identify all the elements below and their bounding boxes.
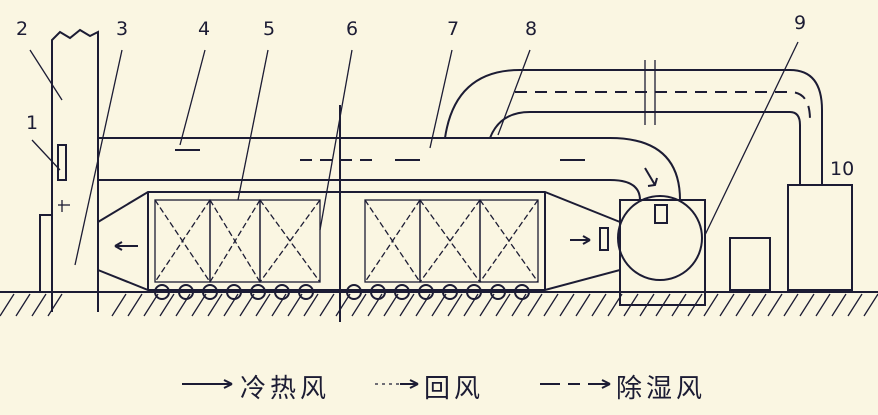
hatch-line — [863, 293, 878, 317]
tray-rack — [419, 199, 481, 283]
hatch-line — [159, 293, 175, 317]
hatch-line — [831, 293, 847, 317]
tray-rack — [259, 199, 321, 283]
label-3: 3 — [116, 18, 129, 40]
hatch-line — [223, 293, 239, 317]
hatch-line — [0, 293, 15, 317]
tray-rack — [154, 199, 211, 283]
roller — [442, 284, 458, 300]
hatch-line — [431, 293, 447, 317]
tray-rack — [364, 199, 421, 283]
roller — [298, 284, 314, 300]
hatch-line — [367, 293, 383, 317]
dehumidify-duct — [444, 60, 823, 185]
hatch-line — [447, 293, 463, 317]
hatch-line — [719, 293, 735, 317]
hatch-line — [31, 293, 47, 317]
hatch-line — [767, 293, 783, 317]
hatch-line — [335, 293, 351, 317]
hatch-line — [495, 293, 511, 317]
hatch-line — [111, 293, 127, 317]
roller — [154, 284, 170, 300]
hatch-line — [575, 293, 591, 317]
roller — [274, 284, 290, 300]
hatch-line — [511, 293, 527, 317]
hatch-line — [415, 293, 431, 317]
hatch-line — [47, 293, 63, 317]
hatch-line — [543, 293, 559, 317]
hatch-line — [303, 293, 319, 317]
hatch-line — [735, 293, 751, 317]
hatch-line — [783, 293, 799, 317]
hatch-line — [351, 293, 367, 317]
hatch-line — [15, 293, 31, 317]
roller — [202, 284, 218, 300]
hatch-line — [175, 293, 191, 317]
hatch-line — [239, 293, 255, 317]
hatch-line — [399, 293, 415, 317]
hatch-line — [815, 293, 831, 317]
legend-dehumidify-air: 除湿风 — [616, 374, 707, 404]
damper — [57, 144, 67, 181]
label-4: 4 — [198, 18, 211, 40]
roller — [394, 284, 410, 300]
roller — [514, 284, 530, 300]
roller — [178, 284, 194, 300]
hatch-line — [703, 293, 719, 317]
hatch-line — [383, 293, 399, 317]
roller — [418, 284, 434, 300]
hatch-line — [527, 293, 543, 317]
hatch-line — [255, 293, 271, 317]
hatch-line — [479, 293, 495, 317]
legend-return-air: 回风 — [424, 374, 485, 404]
dehumidifier-unit — [787, 184, 853, 291]
leader-lines — [29, 41, 799, 266]
hatch-line — [191, 293, 207, 317]
roller — [226, 284, 242, 300]
label-8: 8 — [525, 18, 538, 40]
hatch-line — [127, 293, 143, 317]
fan — [617, 195, 706, 306]
hatch-line — [319, 293, 335, 317]
roller — [370, 284, 386, 300]
hatch-line — [287, 293, 303, 317]
hatch-line — [559, 293, 575, 317]
main-duct — [98, 137, 681, 201]
label-5: 5 — [263, 18, 276, 40]
roller — [490, 284, 506, 300]
hatch-line — [591, 293, 607, 317]
hatch-line — [463, 293, 479, 317]
dryer-chamber — [97, 191, 621, 300]
legend-hot-cold-air: 冷热风 — [240, 374, 331, 404]
label-2: 2 — [16, 18, 29, 40]
label-7: 7 — [447, 18, 460, 40]
hatch-line — [847, 293, 863, 317]
label-10: 10 — [830, 158, 855, 180]
label-9: 9 — [794, 12, 807, 34]
hatch-line — [143, 293, 159, 317]
roller — [250, 284, 266, 300]
hatch-line — [207, 293, 223, 317]
roller — [346, 284, 362, 300]
ground — [0, 291, 878, 317]
roller — [466, 284, 482, 300]
legend-marks — [182, 379, 611, 389]
hatch-line — [271, 293, 287, 317]
label-6: 6 — [346, 18, 359, 40]
label-1: 1 — [26, 112, 39, 134]
hatch-line — [799, 293, 815, 317]
tray-rack — [209, 199, 261, 283]
motor — [729, 237, 771, 291]
hatch-line — [751, 293, 767, 317]
chimney-duct — [39, 28, 99, 312]
tray-rack — [479, 199, 539, 283]
